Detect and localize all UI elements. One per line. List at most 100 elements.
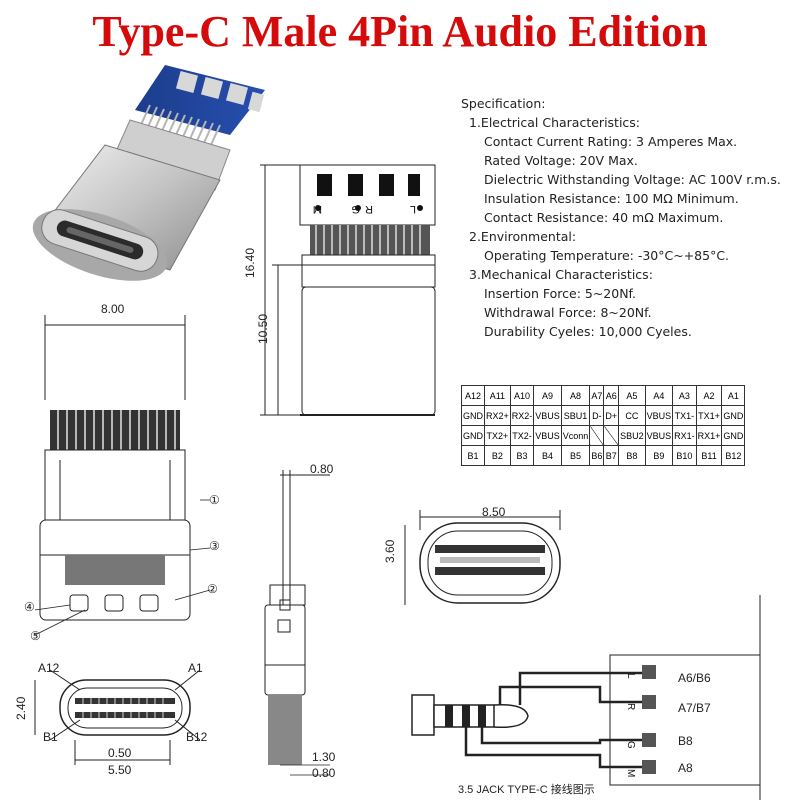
- table-cell: B8: [618, 445, 646, 466]
- page-title: Type-C Male 4Pin Audio Edition: [92, 7, 708, 56]
- spec-line: Insulation Resistance: 100 MΩ Minimum.: [484, 191, 739, 206]
- table-cell: SBU2: [618, 425, 646, 446]
- table-cell: B6: [589, 445, 605, 466]
- pcb-pad: [200, 76, 224, 100]
- table-cell: TX1-: [672, 405, 697, 426]
- wire-pin-label: A8: [678, 761, 693, 775]
- table-cell: TX2+: [484, 425, 511, 446]
- spec-line: Contact Resistance: 40 mΩ Maximum.: [484, 210, 724, 225]
- table-cell: RX2+: [484, 405, 511, 426]
- table-cell: B3: [509, 445, 535, 466]
- front-view-drawing: M G R L: [260, 164, 436, 416]
- table-cell: A7: [589, 385, 605, 406]
- spec-line: Withdrawal Force: 8~20Nf.: [484, 305, 652, 320]
- dim-face-height: 2.40: [14, 696, 28, 720]
- dim-thickness: 0.80: [310, 462, 334, 476]
- table-cell: TX2-: [509, 425, 535, 446]
- spec-line: 1.Electrical Characteristics:: [469, 115, 641, 130]
- pcb-pad: [175, 70, 199, 94]
- table-cell: B10: [672, 445, 697, 466]
- table-cell: SBU1: [560, 405, 591, 426]
- table-cell: B5: [560, 445, 591, 466]
- wiring-diagram: L R G M: [411, 595, 761, 800]
- table-cell: GND: [721, 425, 746, 446]
- table-cell: B7: [603, 445, 620, 466]
- callout-2: ②: [207, 582, 218, 596]
- wire-letter: R: [625, 703, 636, 710]
- table-cell: A2: [695, 385, 723, 406]
- table-cell: A3: [672, 385, 697, 406]
- spec-heading: Specification:: [461, 96, 546, 111]
- table-cell: B11: [695, 445, 723, 466]
- table-cell: VBUS: [644, 425, 674, 446]
- table-cell: TX1+: [695, 405, 723, 426]
- callout-3: ③: [209, 539, 220, 553]
- spec-line: Dielectric Withstanding Voltage: AC 100V…: [484, 172, 781, 187]
- table-cell: [589, 425, 605, 446]
- profile-drawing: [264, 470, 330, 776]
- spec-line: 2.Environmental:: [469, 229, 577, 244]
- table-cell: [603, 425, 620, 446]
- wire-pin-label: A7/B7: [678, 701, 711, 715]
- spec-line: Durability Cyeles: 10,000 Cyeles.: [484, 324, 692, 339]
- table-cell: RX1-: [672, 425, 697, 446]
- wire-letter: M: [625, 769, 636, 777]
- pin-label-b1: B1: [43, 730, 58, 744]
- pad-letter: R: [365, 203, 373, 215]
- table-cell: GND: [461, 405, 485, 426]
- table-cell: B4: [533, 445, 562, 466]
- table-cell: VBUS: [533, 405, 562, 426]
- connector-photo: [32, 65, 265, 281]
- table-cell: A9: [533, 385, 562, 406]
- dim-pitch: 0.50: [108, 746, 132, 760]
- wire-pad: [642, 760, 656, 774]
- spec-line: Insertion Force: 5~20Nf.: [484, 286, 637, 301]
- table-cell: RX2-: [509, 405, 535, 426]
- table-cell: VBUS: [644, 405, 674, 426]
- table-cell: B12: [721, 445, 746, 466]
- table-cell: A1: [721, 385, 746, 406]
- table-cell: A8: [560, 385, 591, 406]
- pcb-pad: [247, 91, 265, 113]
- table-cell: B2: [484, 445, 511, 466]
- pin-label-b12: B12: [186, 730, 208, 744]
- spec-line: Operating Temperature: -30°C~+85°C.: [484, 248, 730, 263]
- table-cell: CC: [618, 405, 646, 426]
- callout-4: ④: [24, 600, 35, 614]
- table-cell: B9: [644, 445, 674, 466]
- table-cell: A11: [484, 385, 511, 406]
- callout-1: ①: [209, 493, 220, 507]
- pcb-pad: [225, 82, 249, 106]
- table-cell: D+: [603, 405, 620, 426]
- table-cell: GND: [461, 425, 485, 446]
- callout-5: ⑤: [30, 629, 41, 643]
- side-view-drawing: [34, 315, 211, 636]
- spec-line: Contact Current Rating: 3 Amperes Max.: [484, 134, 738, 149]
- pin-label-a1: A1: [188, 661, 203, 675]
- pcb-board: [135, 65, 265, 135]
- wire-letter: L: [625, 673, 636, 679]
- wire-letter: G: [625, 741, 636, 749]
- table-cell: A5: [618, 385, 646, 406]
- table-cell: A10: [509, 385, 535, 406]
- plug-face-drawing: [404, 510, 561, 605]
- wire-pad: [642, 733, 656, 747]
- table-cell: VBUS: [533, 425, 562, 446]
- table-cell: B1: [461, 445, 485, 466]
- table-cell: A6: [603, 385, 620, 406]
- spec-line: Rated Voltage: 20V Max.: [484, 153, 638, 168]
- dim-side-b: 0.80: [312, 766, 336, 780]
- table-cell: A4: [644, 385, 674, 406]
- dim-plug-width: 8.50: [482, 505, 506, 519]
- table-cell: D-: [589, 405, 605, 426]
- dim-height-body: 10.50: [256, 313, 270, 344]
- wire-pad: [642, 665, 656, 679]
- wiring-caption: 3.5 JACK TYPE-C 接线图示: [458, 784, 595, 796]
- dim-plug-height: 3.60: [383, 539, 397, 563]
- wire-pad: [642, 695, 656, 709]
